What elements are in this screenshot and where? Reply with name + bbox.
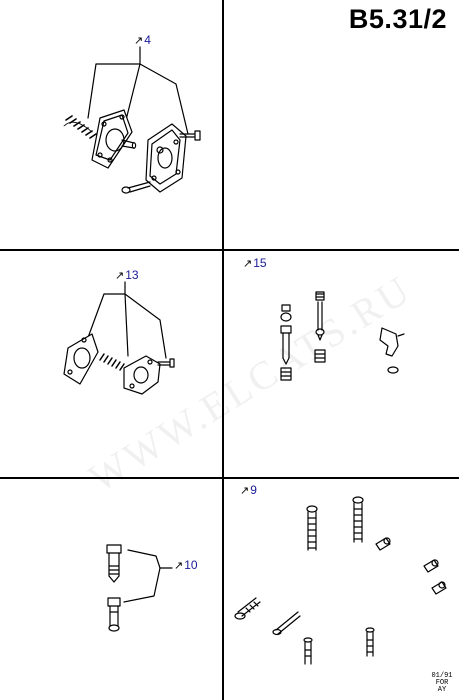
- grid-divider-vertical: [222, 0, 224, 700]
- dagger-mark-icon: ↗: [174, 560, 184, 572]
- dagger-mark-icon: ↗: [115, 270, 125, 282]
- callout-number: 13: [125, 268, 139, 282]
- callout-number: 15: [253, 256, 267, 270]
- date-code-line-1: 01/91: [431, 672, 453, 680]
- callout-number: 4: [144, 33, 151, 47]
- callout-number: 10: [184, 558, 198, 572]
- date-code: 01/91 FOR AY: [428, 673, 456, 694]
- assembly-15-illustration: [280, 291, 405, 381]
- callout-9: ↗9: [240, 483, 257, 497]
- assembly-9-illustration: [234, 496, 447, 665]
- callout-number: 9: [250, 483, 257, 497]
- date-code-line-2: FOR: [435, 679, 449, 687]
- assembly-10-illustration: [106, 544, 173, 632]
- assembly-13-illustration: [63, 281, 175, 395]
- dagger-mark-icon: ↗: [240, 485, 250, 497]
- assembly-4-illustration: [63, 46, 201, 194]
- grid-divider-horizontal-2: [0, 477, 459, 479]
- date-code-line-3: AY: [437, 686, 447, 694]
- dagger-mark-icon: ↗: [243, 258, 253, 270]
- sheet-code-title: B5.31/2: [348, 4, 447, 34]
- callout-10: ↗10: [174, 558, 198, 572]
- dagger-mark-icon: ↗: [134, 35, 144, 47]
- callout-13: ↗13: [115, 268, 139, 282]
- callout-15: ↗15: [243, 256, 267, 270]
- callout-4: ↗4: [134, 33, 151, 47]
- grid-divider-horizontal-1: [0, 249, 459, 251]
